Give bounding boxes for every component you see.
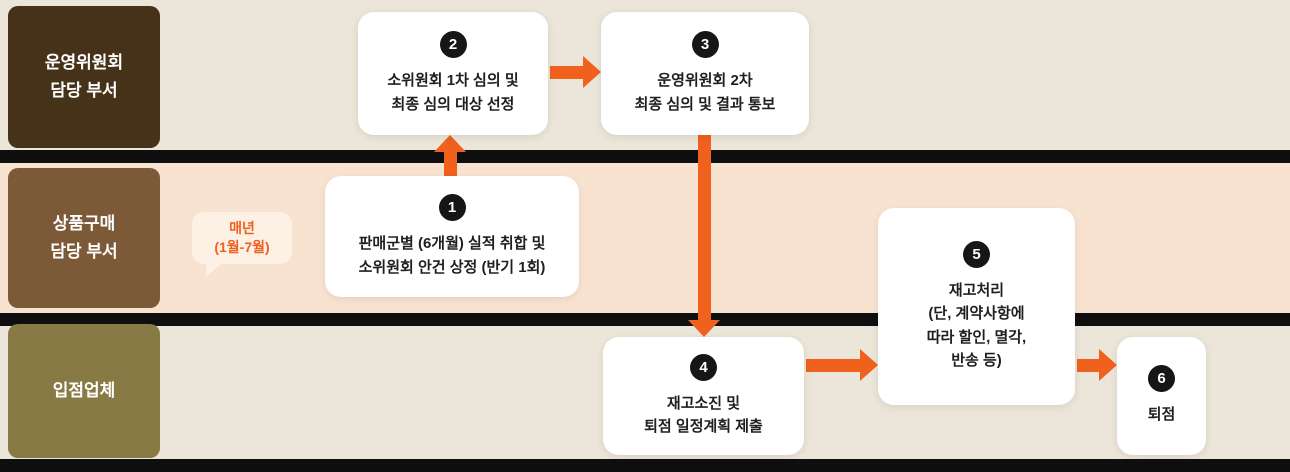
lane-label-text: 상품구매 담당 부서 [50,213,118,261]
step-number-badge-4: 4 [690,353,717,381]
step-card-2: 2 소위원회 1차 심의 및 최종 심의 대상 선정 [358,12,548,135]
lane-label-text: 운영위원회 담당 부서 [44,52,124,100]
step-number-badge-5: 5 [963,241,990,268]
lane-label-text: 입점업체 [52,380,116,400]
step-number-badge-6: 6 [1148,365,1175,393]
step-text-3: 운영위원회 2차 최종 심의 및 결과 통보 [634,72,776,113]
step-text-5: 재고처리 (단, 계약사항에 따라 할인, 멸각, 반송 등) [926,282,1027,369]
arrow-step1-to-step2 [434,135,466,177]
lane-divider-2 [0,313,1290,326]
lane-label-operating-committee: 운영위원회 담당 부서 [8,6,160,148]
step-number-badge-1: 1 [438,194,466,222]
step-number-badge-3: 3 [691,31,719,59]
arrow-step4-to-step5 [806,349,878,381]
step-text-4: 재고소진 및 퇴점 일정계획 제출 [644,394,763,435]
arrow-step3-to-step4 [688,135,720,337]
annual-schedule-bubble: 매년 (1월-7월) [192,212,292,277]
lane-label-product-purchase: 상품구매 담당 부서 [8,168,160,308]
step-text-1: 판매군별 (6개월) 실적 취합 및 소위원회 안건 상정 (반기 1회) [358,235,546,276]
step-card-3: 3 운영위원회 2차 최종 심의 및 결과 통보 [601,12,809,135]
arrow-step2-to-step3 [550,56,601,88]
step-card-5: 5 재고처리 (단, 계약사항에 따라 할인, 멸각, 반송 등) [878,208,1075,405]
step-card-4: 4 재고소진 및 퇴점 일정계획 제출 [603,337,804,455]
step-text-2: 소위원회 1차 심의 및 최종 심의 대상 선정 [387,72,519,113]
lane-divider-1 [0,150,1290,163]
step-number-badge-2: 2 [439,31,467,59]
step-text-6: 퇴점 [1147,406,1176,424]
annual-schedule-text: 매년 (1월-7월) [214,220,270,255]
step-card-1: 1 판매군별 (6개월) 실적 취합 및 소위원회 안건 상정 (반기 1회) [325,176,579,297]
arrow-step5-to-step6 [1077,349,1117,381]
step-card-6: 6 퇴점 [1117,337,1206,455]
lane-divider-3 [0,459,1290,472]
lane-label-tenant: 입점업체 [8,324,160,458]
